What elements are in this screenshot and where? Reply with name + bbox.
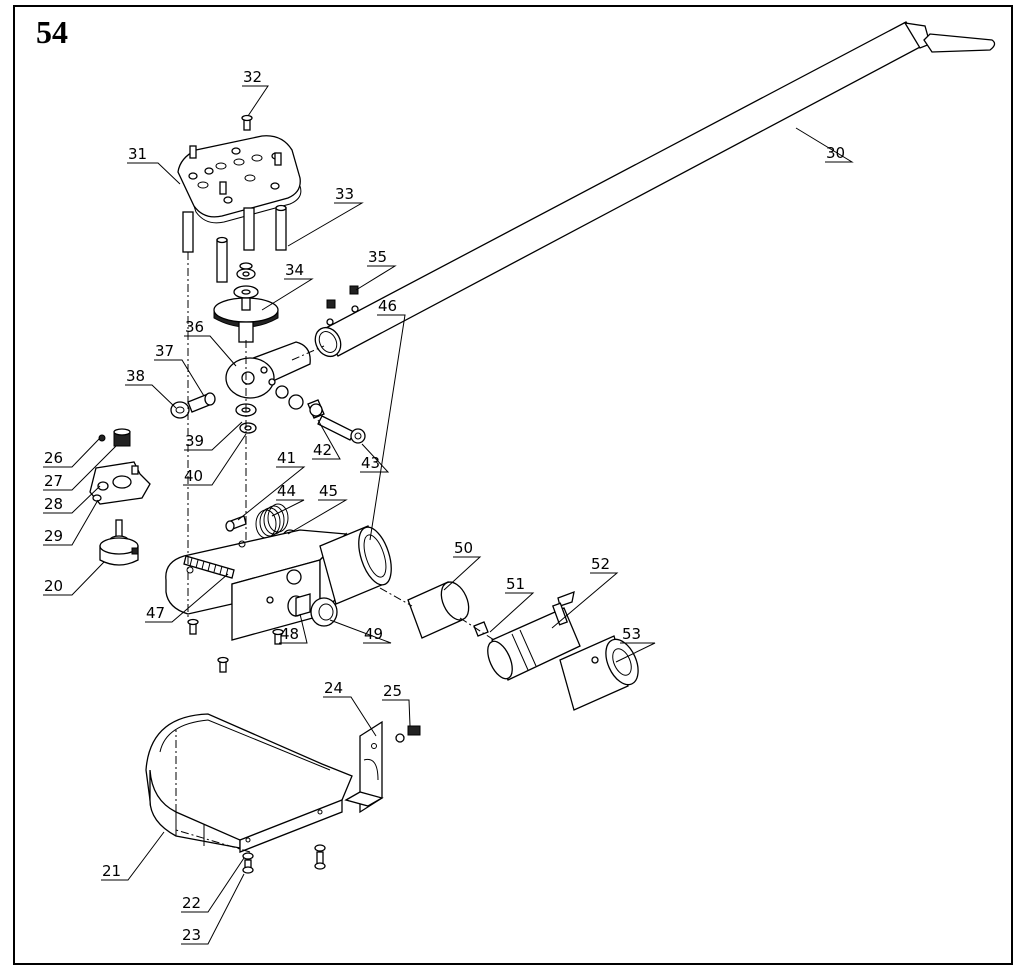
page-number: 54 — [36, 14, 68, 50]
callout-30: 30 — [826, 144, 845, 162]
callout-52: 52 — [591, 555, 610, 573]
callout-29: 29 — [44, 527, 63, 545]
callout-42: 42 — [313, 441, 332, 459]
callout-45: 45 — [319, 482, 338, 500]
callout-23: 23 — [182, 926, 201, 944]
part-25-screw — [395, 725, 421, 743]
callout-28: 28 — [44, 495, 63, 513]
callout-49: 49 — [364, 625, 383, 643]
callout-51: 51 — [506, 575, 525, 593]
callout-36: 36 — [185, 318, 204, 336]
callout-43: 43 — [361, 454, 380, 472]
part-31-top-plate — [177, 114, 302, 224]
part-22-23-screws — [242, 844, 326, 874]
base-plate — [165, 525, 392, 673]
callout-33: 33 — [335, 185, 354, 203]
callout-50: 50 — [454, 539, 473, 557]
callout-38: 38 — [126, 367, 145, 385]
part-36-hub — [225, 341, 311, 399]
callout-27: 27 — [44, 472, 63, 490]
part-39-40-washers — [235, 403, 257, 434]
callout-41: 41 — [277, 449, 296, 467]
callout-25: 25 — [383, 682, 402, 700]
callout-32: 32 — [243, 68, 262, 86]
callout-46: 46 — [378, 297, 397, 315]
part-37-38-pivot — [170, 392, 216, 419]
callout-26: 26 — [44, 449, 63, 467]
part-50-sleeve — [407, 581, 470, 639]
part-30-handle-tube — [314, 21, 996, 358]
part-20-potentiometer — [99, 519, 139, 566]
callout-20: 20 — [44, 577, 63, 595]
callout-39: 39 — [185, 432, 204, 450]
callout-48: 48 — [280, 625, 299, 643]
part-24-bracket — [344, 720, 384, 814]
callout-53: 53 — [622, 625, 641, 643]
callout-34: 34 — [285, 261, 304, 279]
part-51-53-shaft — [473, 590, 639, 711]
part-34-gear — [213, 262, 279, 343]
callout-31: 31 — [128, 145, 147, 163]
callout-24: 24 — [324, 679, 343, 697]
callout-22: 22 — [182, 894, 201, 912]
callout-labels: 32 30 31 33 34 35 36 37 38 39 40 41 42 4… — [44, 68, 845, 944]
alignment-lines — [175, 252, 495, 853]
part-35-set-screws — [326, 285, 359, 309]
part-42-43-bolt — [275, 385, 366, 444]
part-26-29-knob-bracket — [89, 428, 151, 505]
callout-47: 47 — [146, 604, 165, 622]
part-21-cover — [145, 713, 353, 853]
callout-35: 35 — [368, 248, 387, 266]
callout-21: 21 — [102, 862, 121, 880]
callout-40: 40 — [184, 467, 203, 485]
leader-lines — [43, 85, 854, 945]
part-33-standoffs — [182, 204, 287, 283]
callout-44: 44 — [277, 482, 296, 500]
callout-37: 37 — [155, 342, 174, 360]
